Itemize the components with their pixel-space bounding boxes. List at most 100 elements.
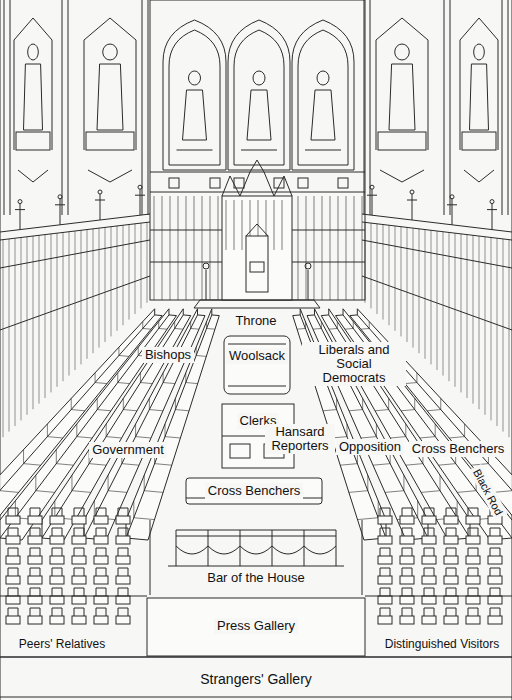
drawn-line [338,196,339,300]
drawn-line [39,235,40,403]
candle-lamp [305,263,311,269]
chamber-label: Black Rod [469,464,508,520]
drawn-line [30,528,40,536]
drawn-line [402,528,412,536]
drawn-line [111,227,112,337]
drawn-line [168,566,344,567]
drawn-rect [28,596,42,604]
drawn-line [424,508,434,516]
drawn-rect [466,596,480,604]
drawn-line [371,223,372,308]
drawn-line [141,223,142,308]
drawn-line [147,222,148,302]
drawn-line [464,170,494,182]
chamber-label: Cross Benchers [409,441,507,457]
drawn-line [383,225,384,320]
lamp [490,200,494,204]
drawn-line [420,424,435,438]
window-figure [253,71,265,85]
drawn-line [362,520,363,595]
drawn-line [468,548,478,556]
drawn-line [354,196,355,300]
lamp [138,185,142,189]
drawn-line [136,424,151,438]
drawn-rect [116,616,130,624]
drawn-line [349,475,368,492]
drawn-line [81,230,82,364]
drawn-rect [116,536,130,544]
drawn-rect [422,616,436,624]
bar-chain [208,546,240,554]
statue-head [395,44,410,60]
drawn-line [30,508,40,516]
drawn-rect [444,536,458,544]
drawn-rect [210,178,220,188]
drawn-rect [466,576,480,584]
drawn-line [468,608,478,616]
drawn-line [402,608,412,616]
drawn-line [380,548,390,556]
drawn-line [468,508,478,516]
chamber-label: Woolsack [226,348,288,364]
drawn-rect [116,576,130,584]
drawn-rect [444,516,458,524]
drawn-line [106,424,121,438]
drawn-line [0,596,147,597]
drawn-line [97,398,111,410]
drawn-rect [86,132,134,150]
drawn-line [460,18,498,150]
drawn-line [242,200,243,250]
drawn-rect [488,576,502,584]
drawn-line [234,200,235,250]
drawn-rect [378,132,426,150]
drawn-line [8,568,18,576]
drawn-line [389,64,415,130]
window-frame [169,30,220,165]
drawn-line [450,0,451,215]
drawn-rect [222,196,292,300]
drawn-line [228,386,286,387]
window-arch [292,20,354,170]
drawn-line [0,475,19,492]
drawn-line [191,322,199,330]
drawn-line [390,424,405,438]
drawn-line [55,204,65,205]
drawn-line [95,200,105,201]
drawn-line [401,227,402,337]
drawn-line [52,568,62,576]
drawn-line [18,170,48,182]
drawn-rect [466,556,480,564]
drawn-rect [50,576,64,584]
drawn-line [186,196,187,300]
drawn-rect [50,596,64,604]
drawn-rect [298,178,308,188]
drawn-rect [466,516,480,524]
drawn-line [362,214,512,232]
drawn-rect [422,536,436,544]
drawn-rect [338,178,348,188]
drawn-line [52,508,62,516]
drawn-line [330,196,331,300]
drawn-line [228,344,286,345]
bench [126,309,219,540]
lamp [98,190,102,194]
drawn-line [194,300,200,308]
drawn-line [365,596,512,597]
drawn-line [97,64,123,130]
drawn-rect [28,516,42,524]
drawn-line [118,508,128,516]
drawn-line [272,530,273,566]
drawn-line [129,225,130,320]
statue-head [474,44,485,60]
drawn-line [313,322,321,330]
drawn-line [74,508,84,516]
drawn-rect [6,556,20,564]
drawn-rect [444,616,458,624]
lamp [450,195,454,199]
drawn-line [297,322,305,330]
drawn-line [51,234,52,393]
drawn-line [380,508,390,516]
drawn-line [4,0,5,215]
